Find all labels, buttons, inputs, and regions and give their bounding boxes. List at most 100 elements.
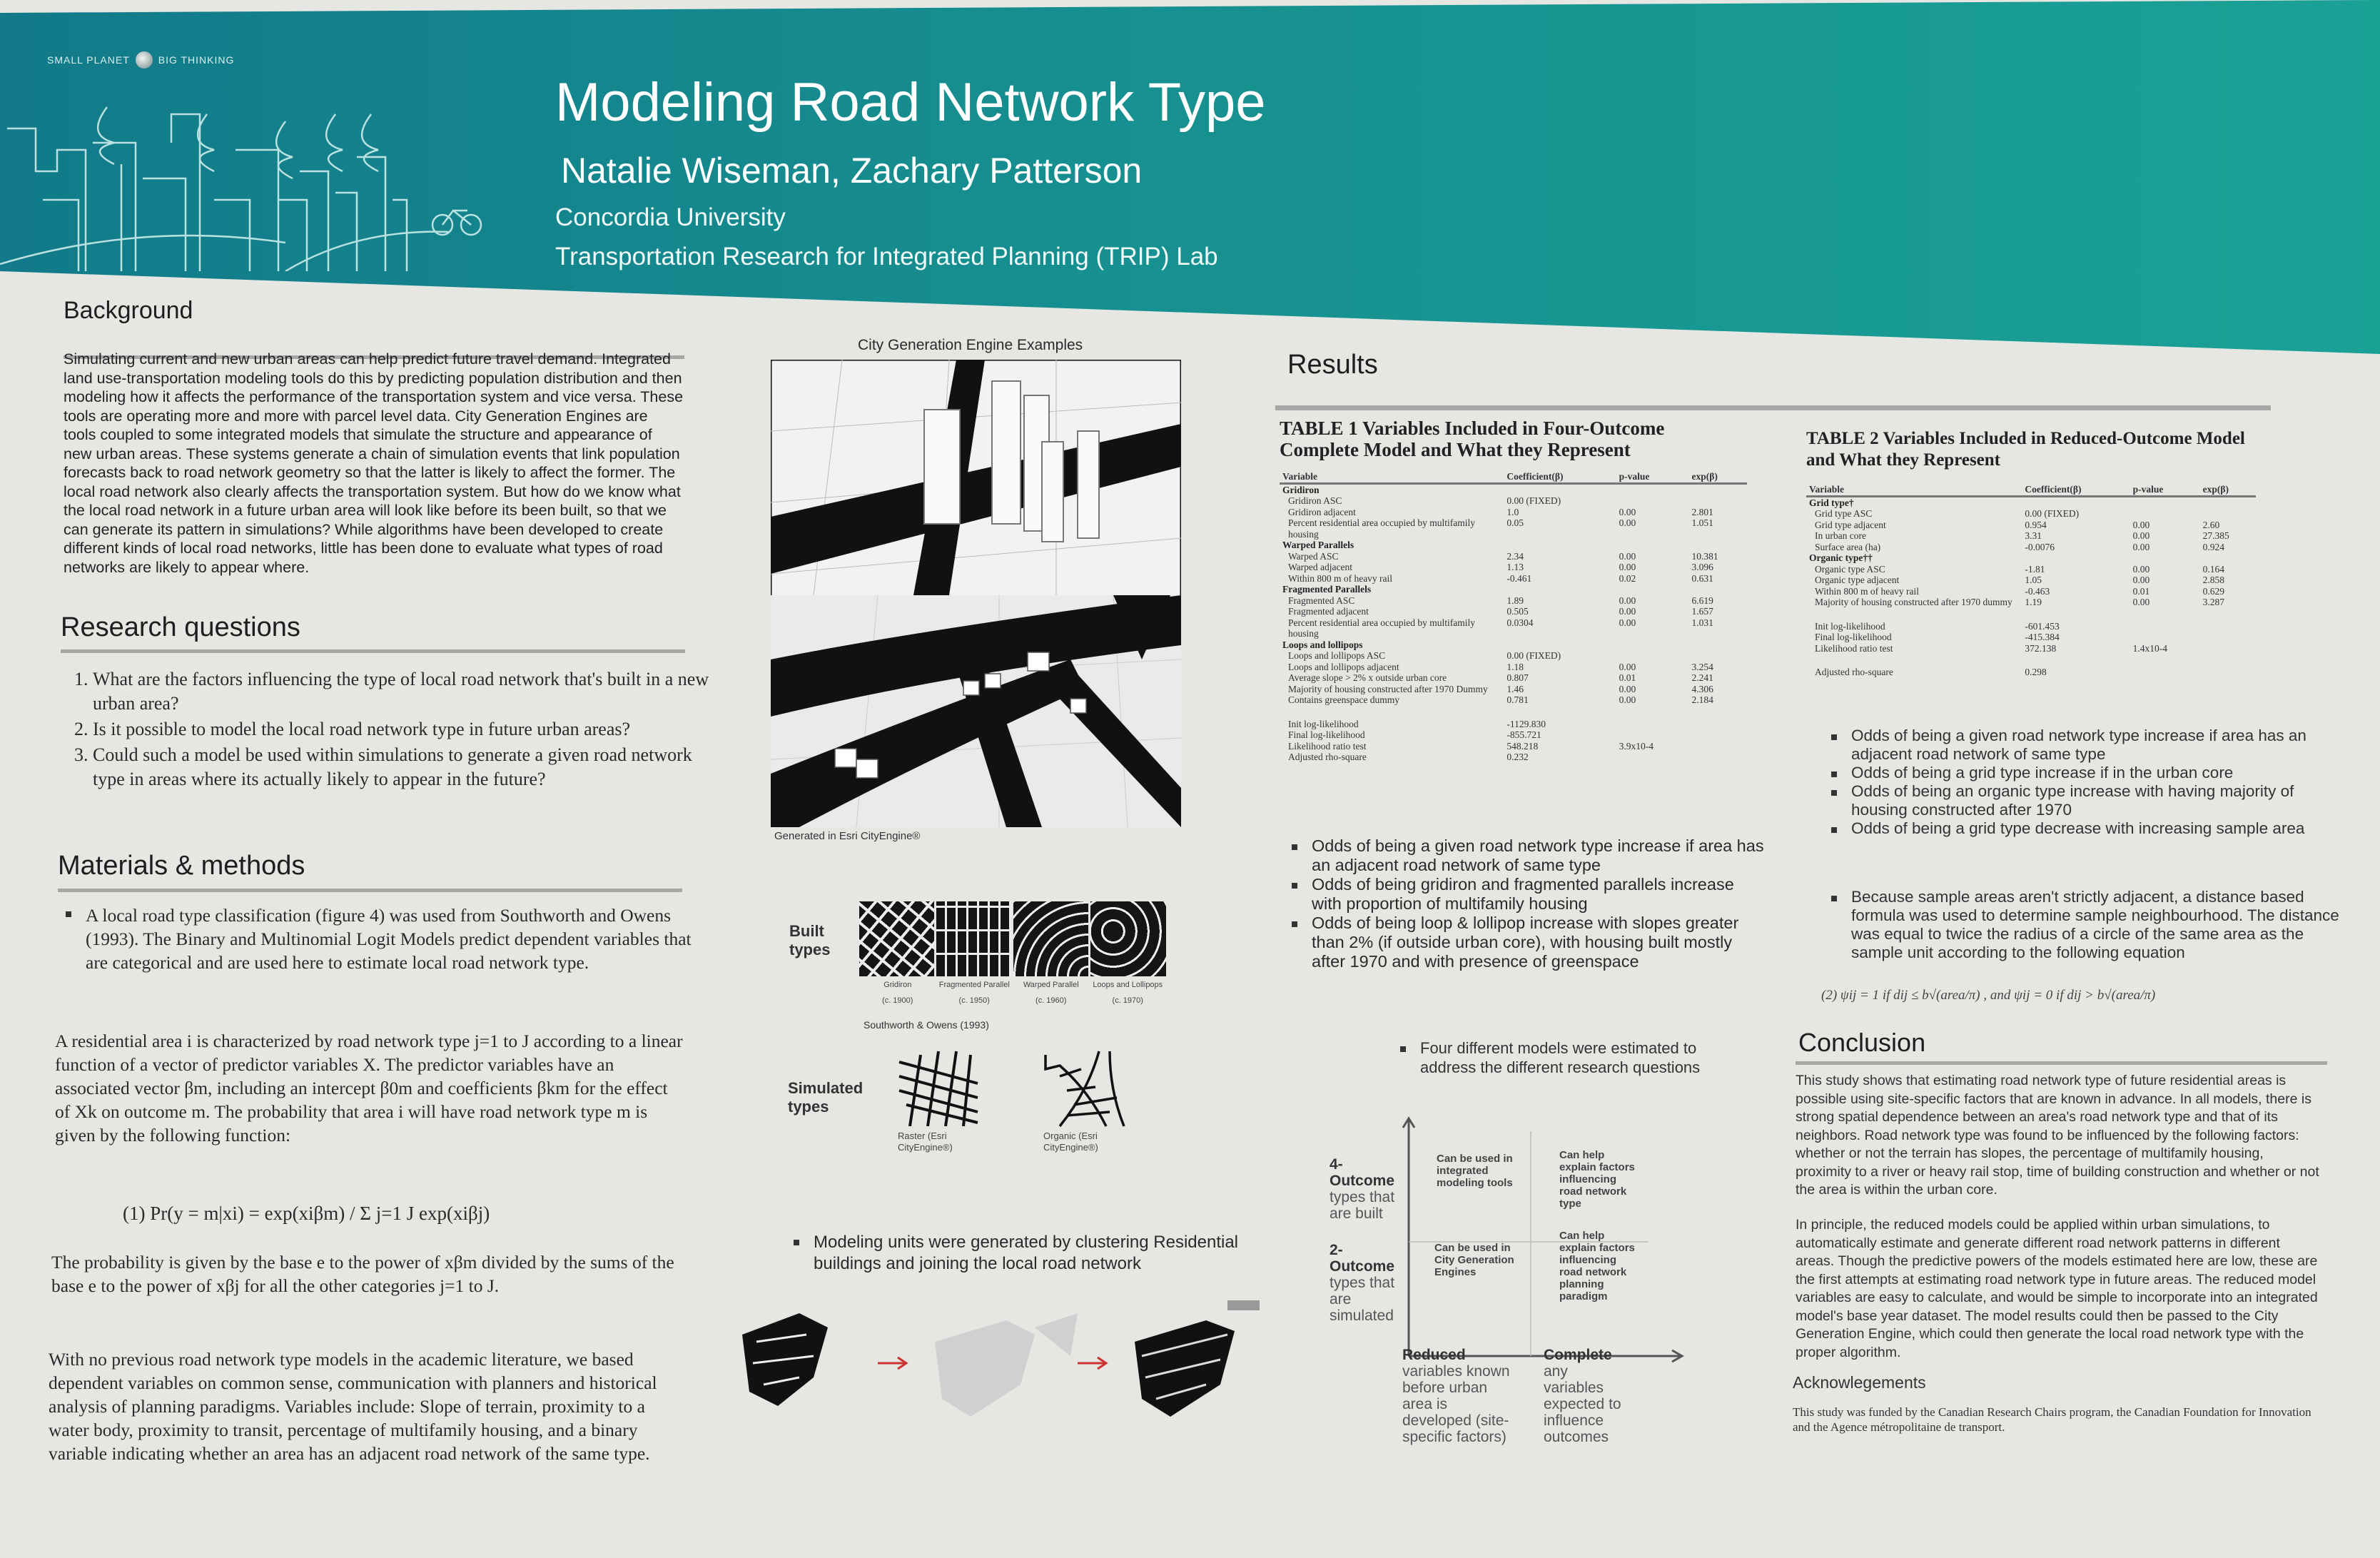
variable-cell: Fragmented Parallels <box>1282 584 1372 595</box>
variable-cell: Fragmented adjacent <box>1288 606 1369 617</box>
coefficient-cell: 372.138 <box>2025 642 2057 654</box>
variable-cell: Final log-likelihood <box>1288 729 1365 740</box>
coefficient-cell: 1.13 <box>1507 562 1524 572</box>
fragmented-parallel-pattern <box>936 901 1011 976</box>
p-value-cell: 0.00 <box>2132 597 2150 607</box>
arrow-icon <box>878 1356 908 1370</box>
table-spacer-row <box>1806 654 2256 667</box>
y-bottom-title: 2-Outcome <box>1330 1242 1395 1275</box>
coefficient-cell: 0.298 <box>2025 667 2047 677</box>
exp-beta-cell: 4.306 <box>1691 683 1713 694</box>
raster-network-image <box>898 1051 978 1126</box>
coefficient-cell: 0.954 <box>2025 519 2047 530</box>
list-item: What are the factors influencing the typ… <box>93 667 728 716</box>
coefficient-cell: 1.18 <box>1507 661 1524 672</box>
clustering-bullets: Modeling units were generated by cluster… <box>786 1232 1285 1275</box>
table-row: Final log-likelihood-855.721 <box>1280 729 1747 741</box>
variable-cell: Adjusted rho-square <box>1288 752 1367 762</box>
built-type-name: Gridiron <box>883 981 912 989</box>
variable-cell: Percent residential area occupied by mul… <box>1288 517 1476 540</box>
exp-beta-cell <box>1688 650 1747 662</box>
table-spacer-row <box>1806 608 2256 621</box>
coefficient-cell <box>2022 608 2130 621</box>
coefficient-cell: -601.453 <box>2025 620 2060 632</box>
y-top-title: 4-Outcome <box>1330 1156 1395 1189</box>
exp-beta-cell: 3.254 <box>1691 661 1713 672</box>
table-group-row: Organic type†† <box>1806 552 2256 564</box>
coefficient-cell: -415.384 <box>2025 632 2060 642</box>
p-value-cell: 0.00 <box>1619 506 1636 517</box>
exp-beta-cell <box>1688 729 1747 741</box>
poster-header-band: SMALL PLANET BIG THINKING Modeling Road … <box>0 0 2380 354</box>
acknowledgements-heading: Acknowlegements <box>1793 1373 1926 1392</box>
quadrant-axes <box>1402 1116 1685 1363</box>
coefficient-cell <box>2022 496 2130 508</box>
variable-cell: Grid type ASC <box>1815 508 1873 519</box>
exp-beta-cell <box>2200 643 2256 654</box>
exp-beta-cell: 2.60 <box>2202 519 2220 530</box>
table-group-row: Fragmented Parallels <box>1280 584 1747 595</box>
p-value-cell: 0.00 <box>2132 530 2150 541</box>
column-header: Variable <box>1806 484 2022 497</box>
p-value-cell: 0.02 <box>1619 572 1636 584</box>
variable-cell: Likelihood ratio test <box>1288 740 1367 752</box>
built-type-name: Loops and Lollipops <box>1093 981 1163 989</box>
coefficient-cell: 0.781 <box>1507 694 1529 705</box>
methods-paragraph-1: A residential area i is characterized by… <box>55 1031 683 1145</box>
cge-caption: Generated in Esri CityEngine® <box>774 830 921 842</box>
variable-cell: Warped Parallels <box>1282 540 1354 550</box>
divider <box>64 355 684 359</box>
p-value-cell: 0.00 <box>1619 694 1636 705</box>
exp-beta-cell <box>1688 540 1747 551</box>
variable-cell: Final log-likelihood <box>1815 632 1892 642</box>
exp-beta-cell: 0.629 <box>2202 585 2224 597</box>
coefficient-cell: 0.232 <box>1507 752 1529 762</box>
built-type-era: (c. 1960) <box>1035 996 1067 1005</box>
coefficient-cell <box>1504 483 1616 495</box>
logo-text-left: SMALL PLANET <box>47 54 130 66</box>
list-item: Is it possible to model the local road n… <box>93 717 728 742</box>
methods-paragraph-2: The probability is given by the base e t… <box>51 1252 674 1296</box>
methods-heading: Materials & methods <box>58 851 305 881</box>
table-row: Percent residential area occupied by mul… <box>1280 517 1747 540</box>
variable-cell: Loops and lollipops ASC <box>1288 650 1386 661</box>
variable-cell: Loops and lollipops adjacent <box>1288 661 1399 672</box>
table2-findings: Odds of being a given road network type … <box>1824 727 2322 838</box>
p-value-cell <box>2130 654 2200 667</box>
table-row: Majority of housing constructed after 19… <box>1806 597 2256 608</box>
models-bullets: Four different models were estimated to … <box>1393 1038 1706 1077</box>
exp-beta-cell <box>1688 752 1747 763</box>
exp-beta-cell: 2.858 <box>2202 575 2224 585</box>
list-item: Four different models were estimated to … <box>1400 1038 1706 1077</box>
exp-beta-cell <box>2200 508 2256 520</box>
y-bottom-desc: types that are simulated <box>1330 1275 1395 1324</box>
coefficient-cell <box>1504 540 1616 551</box>
p-value-cell: 0.00 <box>1619 661 1636 672</box>
p-value-cell: 0.00 <box>1619 606 1636 617</box>
variable-cell: Adjusted rho-square <box>1815 667 1893 677</box>
institution: Concordia University <box>555 203 786 231</box>
list-item: Odds of being an organic type increase w… <box>1831 782 2322 819</box>
methods-paragraph-3: With no previous road network type model… <box>49 1349 657 1464</box>
university-logo: SMALL PLANET BIG THINKING <box>47 51 234 69</box>
coefficient-cell: -1.81 <box>2025 563 2045 575</box>
exp-beta-cell <box>2200 552 2256 564</box>
coefficient-cell: 1.89 <box>1507 595 1524 606</box>
acknowledgements-text: This study was funded by the Canadian Re… <box>1793 1405 2311 1434</box>
p-value-cell: 0.00 <box>1619 550 1636 562</box>
x-left-title: Reduced <box>1402 1347 1466 1363</box>
arrow-icon <box>1078 1356 1108 1370</box>
distance-bullets: Because sample areas aren't strictly adj… <box>1824 888 2344 962</box>
raster-caption: Raster (Esri CityEngine®) <box>898 1130 953 1153</box>
coefficient-cell: 0.00 (FIXED) <box>2025 508 2080 519</box>
exp-beta-cell: 0.924 <box>2202 541 2224 552</box>
p-value-cell <box>1616 483 1689 495</box>
methods-bullets: A local road type classification (figure… <box>59 904 714 974</box>
coefficient-cell: 1.19 <box>2025 597 2042 607</box>
exp-beta-cell: 3.096 <box>1691 562 1713 572</box>
